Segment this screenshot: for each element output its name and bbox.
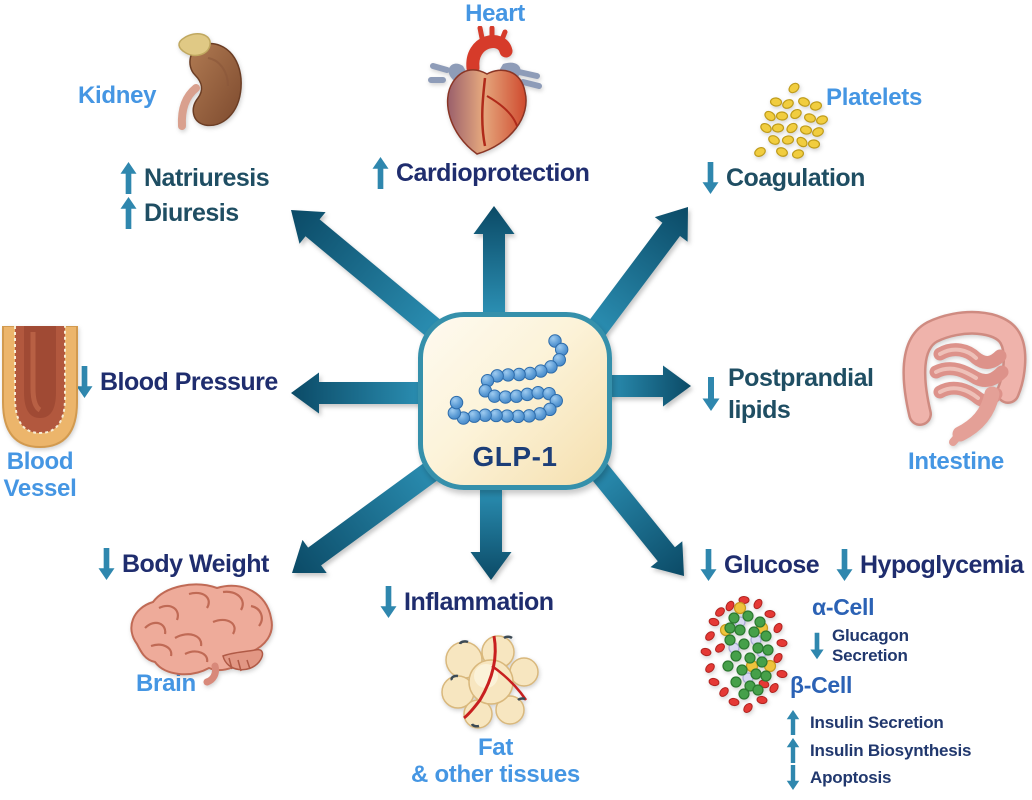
- glucagon-effect-label: Glucagon Secretion: [832, 626, 909, 666]
- glucose-effect-row: Glucose: [700, 549, 820, 581]
- blood-vessel-illustration: [2, 326, 78, 449]
- apoptosis-label: Apoptosis: [810, 767, 892, 787]
- body-weight-effect-label: Body Weight: [122, 549, 269, 578]
- intestine-illustration: [902, 310, 1027, 446]
- body-weight-effect-row: Body Weight: [98, 548, 269, 580]
- inflammation-effect-label: Inflammation: [404, 587, 554, 616]
- islet-cells-illustration: [700, 595, 788, 713]
- kidney-effect-label-1: Natriuresis: [144, 163, 270, 192]
- down-arrow-icon: [786, 765, 800, 790]
- down-arrow-icon: [810, 632, 824, 660]
- platelets-label: Platelets: [826, 84, 923, 111]
- glucose-effect-label: Glucose: [724, 550, 820, 579]
- kidney-effect-label-2: Diuresis: [144, 198, 239, 227]
- glp1-label: GLP-1: [472, 441, 558, 472]
- down-arrow-icon: [76, 366, 93, 398]
- up-arrow-icon: [372, 157, 389, 189]
- down-arrow-icon: [836, 549, 853, 581]
- up-arrow-icon: [120, 162, 137, 194]
- postprandial-effect-row: Postprandial lipids: [702, 362, 874, 426]
- hypoglycemia-effect-row: Hypoglycemia: [836, 549, 1024, 581]
- up-arrow-icon: [786, 738, 800, 763]
- down-arrow-icon: [702, 162, 719, 194]
- heart-label: Heart: [465, 0, 525, 27]
- kidney-illustration: [177, 33, 242, 130]
- platelets-effect-label: Coagulation: [726, 163, 865, 192]
- kidney-label: Kidney: [78, 82, 157, 109]
- big-arrow-1: [291, 210, 445, 341]
- kidney-effect-row-2: Diuresis: [120, 197, 239, 229]
- postprandial-line1: Postprandial: [728, 364, 874, 392]
- up-arrow-icon: [786, 710, 800, 735]
- big-arrow-7: [586, 459, 684, 576]
- heart-effect-label: Cardioprotection: [396, 158, 590, 187]
- big-arrow-5: [292, 458, 444, 573]
- big-arrow-2: [586, 207, 688, 338]
- beta-cell-title: β-Cell: [790, 672, 853, 698]
- insulin-biosynthesis-label: Insulin Biosynthesis: [810, 740, 972, 760]
- down-arrow-icon: [98, 548, 115, 580]
- big-arrow-3: [291, 372, 424, 414]
- blood-pressure-effect-row: Blood Pressure: [76, 366, 278, 398]
- brain-illustration: [130, 583, 273, 686]
- glucagon-line2: Secretion: [832, 646, 908, 665]
- blood-vessel-label-line1: Blood: [6, 448, 74, 475]
- postprandial-line2: lipids: [728, 396, 791, 424]
- down-arrow-icon: [380, 586, 397, 618]
- hypoglycemia-effect-label: Hypoglycemia: [860, 550, 1024, 579]
- postprandial-effect-label: Postprandial lipids: [728, 362, 874, 426]
- big-arrow-6: [470, 488, 512, 580]
- glucagon-effect-row: Glucagon Secretion: [810, 626, 909, 666]
- insulin-biosynthesis-row: Insulin Biosynthesis: [786, 738, 972, 763]
- alpha-cell-title: α-Cell: [812, 594, 875, 620]
- down-arrow-icon: [700, 549, 717, 581]
- insulin-secretion-label: Insulin Secretion: [810, 712, 944, 732]
- big-arrow-4: [606, 365, 691, 407]
- heart-effect-row: Cardioprotection: [372, 157, 590, 189]
- down-arrow-icon: [702, 377, 720, 411]
- blood-vessel-label-line2: Vessel: [3, 475, 77, 502]
- big-arrow-0: [473, 206, 515, 314]
- inflammation-effect-row: Inflammation: [380, 586, 554, 618]
- fat-label-line1: Fat: [477, 734, 514, 761]
- blood-pressure-effect-label: Blood Pressure: [100, 367, 278, 396]
- fat-label: Fat & other tissues: [398, 734, 593, 788]
- insulin-secretion-row: Insulin Secretion: [786, 710, 944, 735]
- up-arrow-icon: [120, 197, 137, 229]
- platelets-illustration: [754, 82, 828, 159]
- fat-label-line2: & other tissues: [411, 761, 580, 788]
- fat-cells-illustration: [441, 635, 539, 729]
- glp1-center-node: GLP-1: [418, 312, 612, 490]
- kidney-effect-row-1: Natriuresis: [120, 162, 270, 194]
- intestine-label: Intestine: [908, 448, 1004, 475]
- glucagon-line1: Glucagon: [832, 626, 909, 645]
- heart-illustration: [428, 26, 542, 155]
- apoptosis-row: Apoptosis: [786, 765, 892, 790]
- blood-vessel-label: Blood Vessel: [0, 448, 82, 502]
- platelets-effect-row: Coagulation: [702, 162, 865, 194]
- glp1-peptide-icon: [447, 334, 569, 425]
